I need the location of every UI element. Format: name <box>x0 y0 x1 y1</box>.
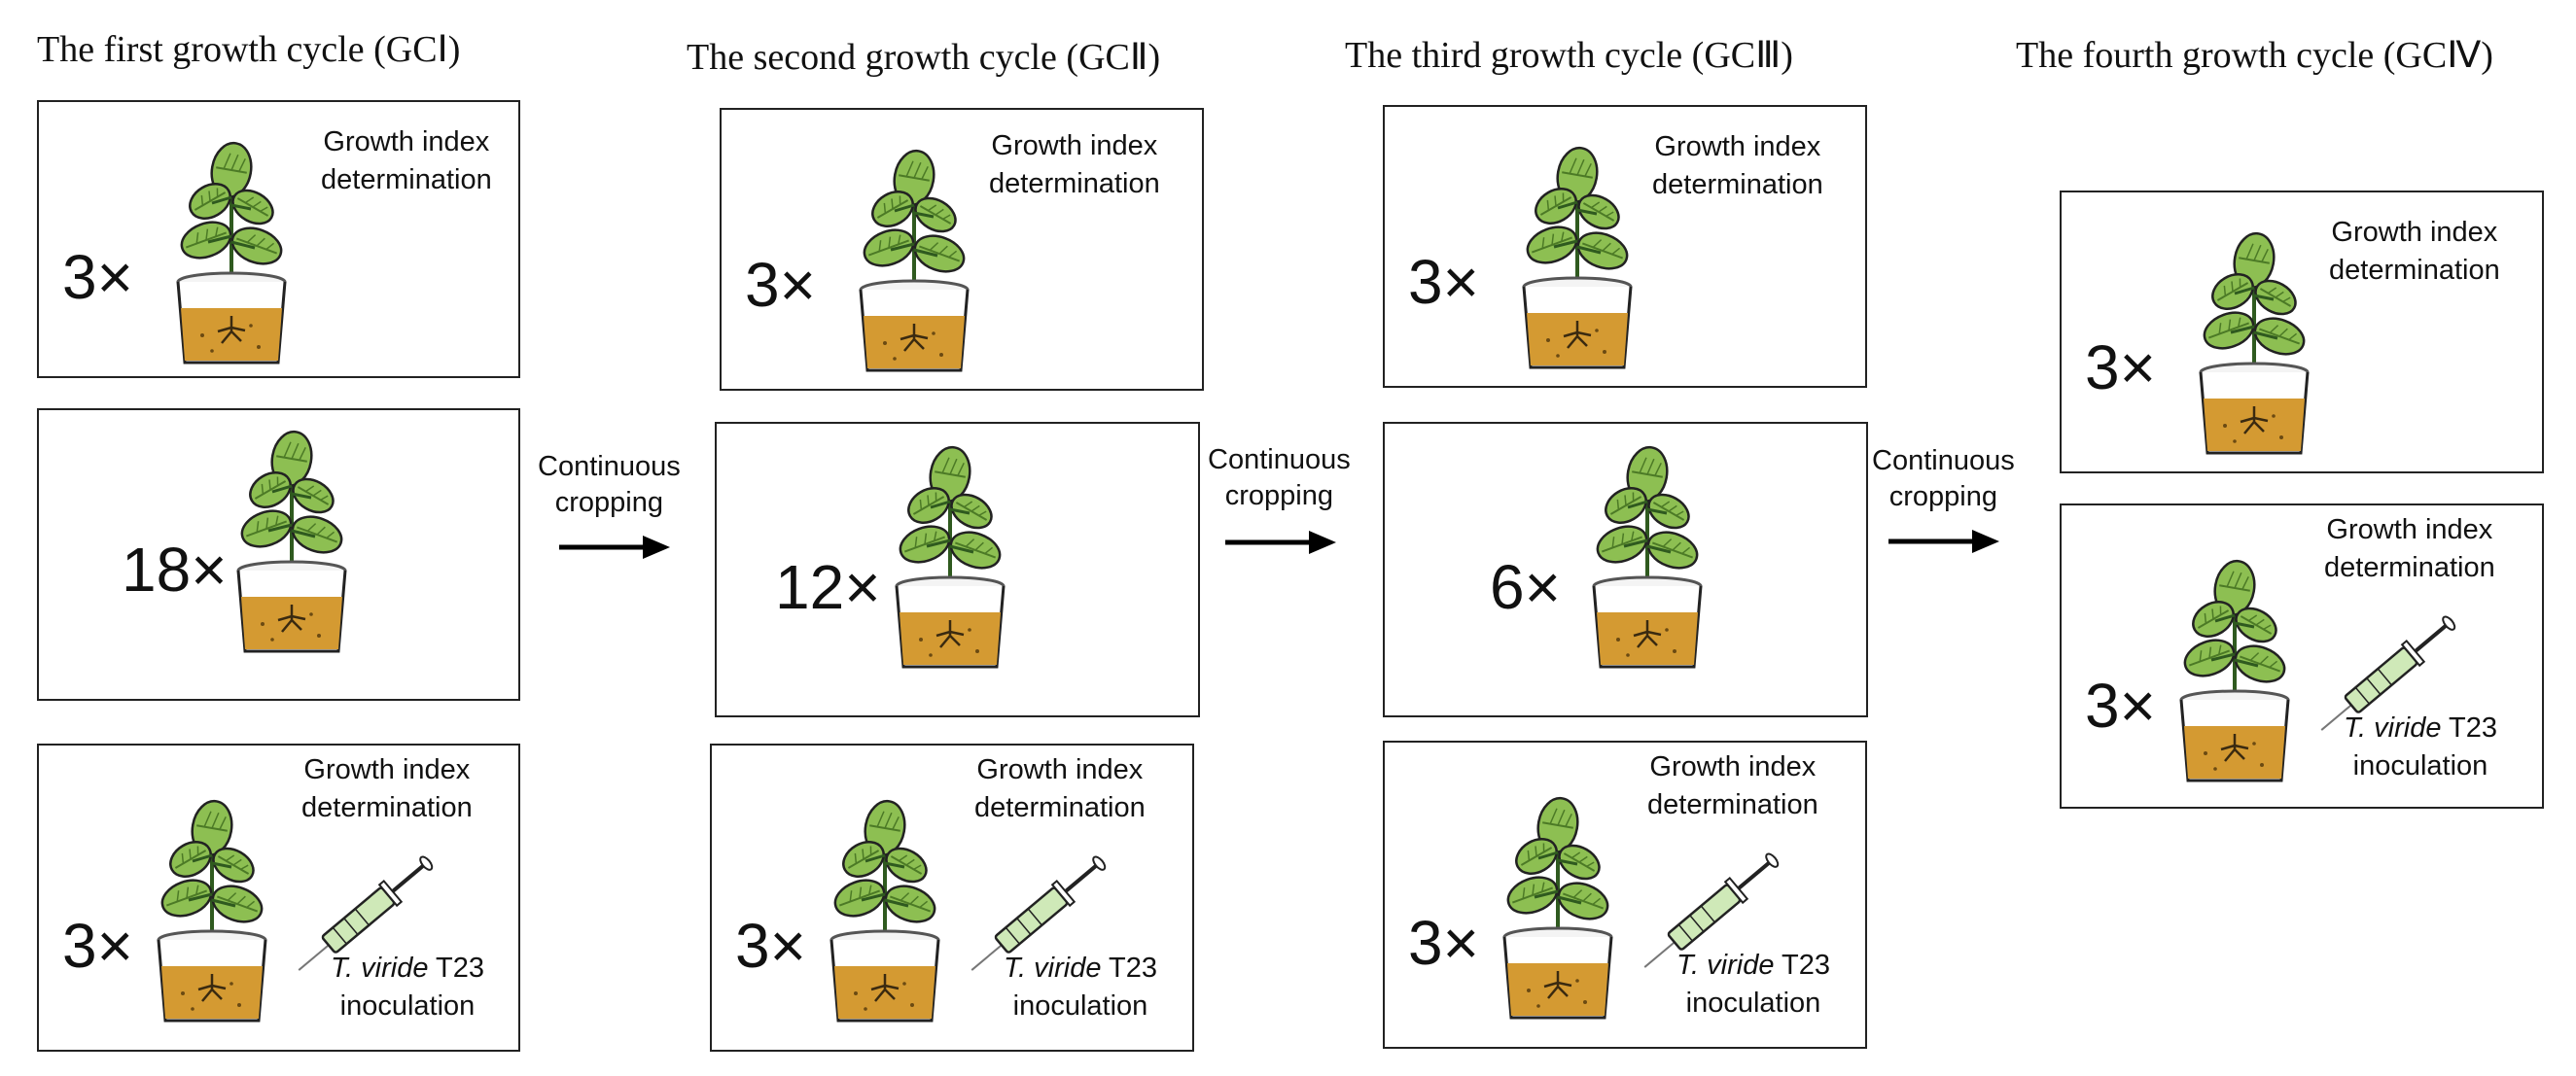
plant-count: 3× <box>2085 671 2156 741</box>
plant-count: 3× <box>1408 908 1479 978</box>
syringe-icon <box>1633 825 1798 995</box>
growth-index-label: Growth index determination <box>2324 514 2495 583</box>
inoculation-label: T. viride T23 inoculation <box>1676 950 1830 1019</box>
syringe-icon <box>287 828 452 998</box>
growth-index-label: Growth index determination <box>1652 131 1823 200</box>
panel-gc3-growth-index: 3× Growth index determination <box>1383 105 1867 388</box>
growth-index-label: Growth index determination <box>974 754 1146 823</box>
plant-count: 3× <box>735 911 806 981</box>
panel-gc1-growth-index: 3× Growth index determination <box>37 100 520 378</box>
right-arrow-icon <box>559 533 671 567</box>
continuous-cropping-label: Continuous cropping <box>1872 445 2015 512</box>
column-title-gc2: The second growth cycle (GCⅡ) <box>687 37 1161 78</box>
growth-index-label: Growth index determination <box>1647 751 1818 820</box>
syringe-icon <box>2310 588 2475 758</box>
inoculation-label: T. viride T23 inoculation <box>2344 712 2497 781</box>
continuous-cropping-label: Continuous cropping <box>1208 444 1351 511</box>
plant-count: 3× <box>2085 332 2156 402</box>
panel-gc1-cropping: 18× <box>37 408 520 701</box>
potted-plant-icon <box>1589 445 1706 674</box>
plant-count: 3× <box>1408 247 1479 317</box>
potted-plant-icon <box>827 799 943 1027</box>
potted-plant-icon <box>856 149 972 377</box>
plant-count: 3× <box>745 250 816 320</box>
panel-gc3-cropping: 6× <box>1383 422 1868 717</box>
panel-gc1-inoculation: 3× Growt <box>37 744 520 1052</box>
right-arrow-icon <box>1225 528 1337 562</box>
panel-gc4-inoculation: 3× Growt <box>2060 503 2544 809</box>
potted-plant-icon <box>1519 146 1636 374</box>
potted-plant-icon <box>2196 231 2312 460</box>
column-title-gc4: The fourth growth cycle (GCⅣ) <box>2016 35 2493 76</box>
panel-gc2-cropping: 12× <box>715 422 1200 717</box>
plant-count: 6× <box>1490 552 1561 622</box>
plant-count: 18× <box>122 535 228 605</box>
column-title-gc3: The third growth cycle (GCⅢ) <box>1345 35 1793 76</box>
potted-plant-icon <box>1500 796 1616 1024</box>
syringe-icon <box>960 828 1125 998</box>
panel-gc2-growth-index: 3× Growth index determination <box>720 108 1204 391</box>
inoculation-label: T. viride T23 inoculation <box>331 953 484 1022</box>
potted-plant-icon <box>892 445 1008 674</box>
panel-gc2-inoculation: 3× Growt <box>710 744 1194 1052</box>
potted-plant-icon <box>173 141 290 369</box>
potted-plant-icon <box>233 430 350 658</box>
potted-plant-icon <box>154 799 270 1027</box>
right-arrow-icon <box>1888 527 2000 561</box>
plant-count: 3× <box>62 242 133 312</box>
growth-index-label: Growth index determination <box>989 130 1160 199</box>
panel-gc3-inoculation: 3× Growt <box>1383 741 1867 1049</box>
growth-index-label: Growth index determination <box>301 754 473 823</box>
column-title-gc1: The first growth cycle (GCⅠ) <box>37 29 461 70</box>
plant-count: 12× <box>775 552 881 622</box>
continuous-cropping-label: Continuous cropping <box>538 451 681 518</box>
panel-gc4-growth-index: 3× Growth index determination <box>2060 191 2544 473</box>
inoculation-label: T. viride T23 inoculation <box>1004 953 1157 1022</box>
potted-plant-icon <box>2176 559 2293 787</box>
plant-count: 3× <box>62 911 133 981</box>
growth-index-label: Growth index determination <box>321 126 492 195</box>
growth-index-label: Growth index determination <box>2329 217 2500 286</box>
